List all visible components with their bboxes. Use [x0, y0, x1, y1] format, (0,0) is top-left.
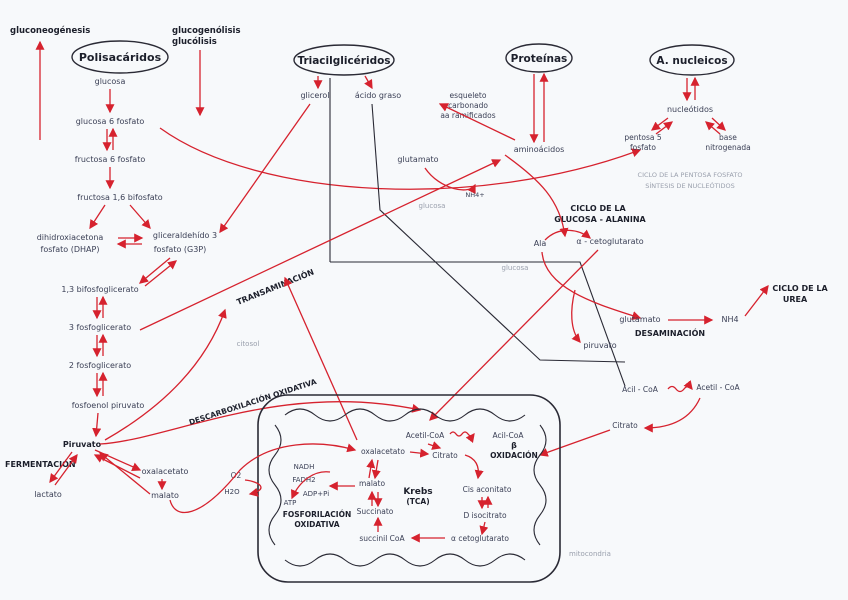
dhap-label-1: dihidroxiacetona — [37, 233, 104, 242]
acil-coa-out-label: Acil - CoA — [622, 385, 659, 394]
adp-label: ADP+Pi — [303, 490, 329, 498]
glucosa6p-label: glucosa 6 fosfato — [76, 117, 145, 126]
succinil-coa-label: succinil CoA — [359, 534, 405, 543]
3pg-label: 3 fosfoglicerato — [69, 323, 131, 332]
glutamato-label: glutamato — [397, 155, 438, 164]
aminoacidos-label: aminoácidos — [514, 145, 565, 154]
base-label-1: base — [719, 133, 737, 142]
lipid-pathway: glicerol ácido graso — [219, 75, 626, 387]
ciclo-pentosa-label-1: CICLO DE LA PENTOSA FOSFATO — [638, 171, 743, 179]
desaminacion-label: DESAMINACIÓN — [635, 327, 705, 338]
ciclo-glucosa-alanina-2: GLUCOSA - ALANINA — [554, 215, 646, 224]
mitocondria-label: mitocondria — [569, 550, 611, 558]
oxalacetato-label: oxalacetato — [361, 447, 405, 456]
fructosa6p-label: fructosa 6 fosfato — [75, 155, 146, 164]
citrato-label: Citrato — [432, 451, 458, 460]
oxidacion-label: OXIDACIÓN — [490, 451, 538, 460]
esqueleto-label-1: esqueleto — [450, 91, 487, 100]
alfa-ceto-label: α - cetoglutarato — [576, 237, 643, 246]
glicerol-label: glicerol — [300, 91, 329, 100]
polisacaridos-label: Polisacáridos — [79, 51, 162, 64]
acetil-coa-out-label: Acetil - CoA — [696, 383, 740, 392]
glucosa-label: glucosa — [95, 77, 126, 86]
triacilgliceridos-label: Triacilglicéridos — [297, 55, 390, 67]
ciclo-urea-1: CICLO DE LA — [772, 284, 828, 293]
acil-coa-in-label: Acil-CoA — [493, 431, 525, 440]
nucleotidos-label: nucleótidos — [667, 104, 713, 114]
glutamato-2-label: glutamato — [619, 315, 660, 324]
protein-pathway: esqueleto carbonado aa ramificados amino… — [139, 72, 828, 421]
pentosa-label-2: fosfato — [630, 143, 656, 152]
esqueleto-label-2: carbonado — [448, 101, 488, 110]
acido-graso-line — [371, 103, 626, 363]
glycolysis-pathway: glucosa glucosa 6 fosfato fructosa 6 fos… — [5, 77, 217, 500]
glucosa-faint-label-2: glucosa — [502, 264, 529, 272]
bifosfoglicerato-label: 1,3 bifosfoglicerato — [61, 285, 138, 294]
nh4-label: NH4 — [721, 315, 738, 324]
nadh-label: NADH — [294, 463, 315, 471]
proteinas-node: Proteínas — [505, 43, 573, 73]
esqueleto-label-3: aa ramificados — [440, 111, 495, 120]
2pg-label: 2 fosfoglicerato — [69, 361, 131, 370]
glucolisis-label: glucólisis — [172, 36, 217, 47]
acido-graso-label: ácido graso — [355, 91, 401, 100]
polisacaridos-node: Polisacáridos — [71, 40, 169, 74]
fosforilacion-label-1: FOSFORILACIÓN — [283, 510, 352, 519]
dhap-label-2: fosfato (DHAP) — [41, 245, 100, 254]
transaminacion-label: TRANSAMINACIÓN — [235, 266, 316, 307]
glicerol-line — [330, 261, 626, 387]
triacilgliceridos-node: Triacilglicéridos — [293, 44, 395, 76]
piruvato-protein-label: piruvato — [583, 341, 616, 350]
krebs-label: Krebs — [403, 487, 432, 497]
pep-label: fosfoenol piruvato — [72, 401, 145, 410]
oxalacetato-cyto-label: oxalacetato — [142, 467, 189, 476]
gluconeogenesis-label: gluconeogénesis — [10, 25, 90, 36]
piruvato-label: Piruvato — [63, 440, 102, 449]
descarboxilacion-label: DESCARBOXILACIÓN OXIDATIVA — [188, 377, 318, 427]
g3p-label-2: fosfato (G3P) — [154, 245, 207, 254]
ciclo-glucosa-alanina-1: CICLO DE LA — [570, 204, 626, 213]
ala-label: Ala — [534, 239, 547, 248]
nucleicos-node: A. nucleicos — [649, 44, 735, 76]
beta-label: β — [511, 441, 517, 450]
ciclo-urea-2: UREA — [783, 295, 808, 304]
lactato-label: lactato — [34, 490, 62, 499]
malato-label: malato — [359, 479, 386, 488]
atp-label: ATP — [284, 499, 297, 507]
citrato-out-label: Citrato — [612, 421, 638, 430]
tca-label: (TCA) — [406, 497, 429, 506]
pentosa-label-1: pentosa 5 — [624, 133, 662, 142]
citosol-label: citosol — [237, 340, 260, 348]
proteinas-label: Proteínas — [511, 53, 568, 65]
alfa-cetoglutarato-label: α cetoglutarato — [451, 534, 509, 543]
succinato-label: Succinato — [357, 507, 394, 516]
fermentacion-label: FERMENTACIÓN — [5, 458, 76, 469]
mitochondrion: mitocondria Acetil-CoA Acil-CoA β OXIDAC… — [169, 394, 611, 583]
ciclo-pentosa-label-2: SÍNTESIS DE NUCLEÓTIDOS — [645, 181, 735, 190]
fructosa16-label: fructosa 1,6 bifosfato — [77, 193, 163, 202]
nucleic-pathway: nucleótidos pentosa 5 fosfato base nitro… — [624, 76, 751, 190]
nucleicos-label: A. nucleicos — [656, 55, 727, 67]
malato-cyto-label: malato — [151, 491, 179, 500]
glucogenolisis-label: glucogenólisis — [172, 25, 241, 36]
descarboxilacion-arrow — [99, 401, 422, 445]
cis-aconitato-label: Cis aconitato — [463, 485, 512, 494]
g3p-label-1: gliceraldehído 3 — [153, 231, 217, 240]
acetil-coa-label: Acetil-CoA — [406, 431, 445, 440]
pentose-arrow — [159, 127, 642, 190]
base-label-2: nitrogenada — [705, 143, 750, 152]
h2o-label: H2O — [224, 488, 240, 496]
fadh-label: FADH2 — [292, 476, 315, 484]
nh4-top-label: NH4+ — [465, 191, 484, 199]
glucosa-faint-label: glucosa — [419, 202, 446, 210]
fosforilacion-label-2: OXIDATIVA — [294, 520, 339, 529]
isocitrato-label: D isocitrato — [463, 511, 507, 520]
